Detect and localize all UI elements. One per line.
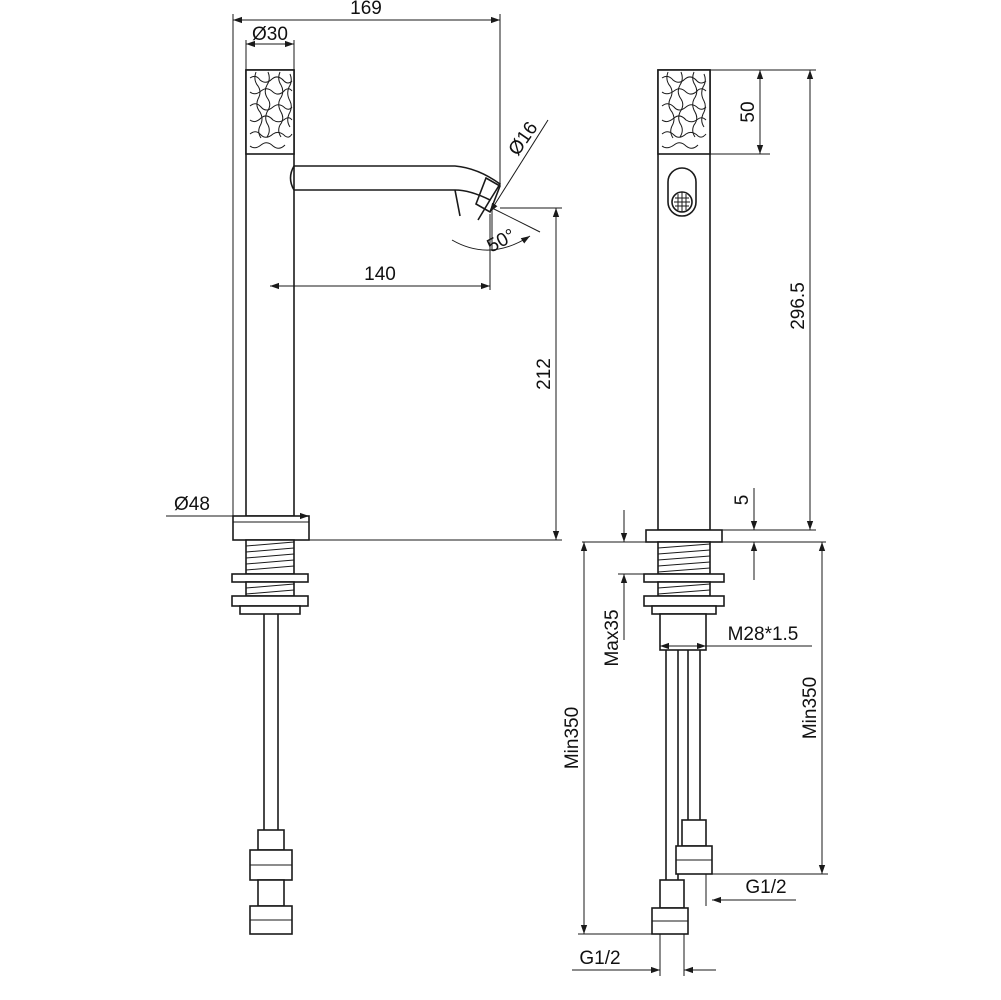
side-aerator-housing — [667, 167, 697, 217]
dim-connection-right: G1/2 — [745, 877, 786, 898]
side-fitting-left — [659, 879, 685, 909]
front-nut — [231, 595, 309, 607]
dim-max-deck: Max35 — [602, 609, 623, 666]
side-view: 50 296.5 5 Max35 M28*1.5 Min350 Min350 — [562, 69, 828, 976]
front-handle-texture — [249, 71, 293, 149]
dim-overall-width: 169 — [350, 0, 382, 19]
front-spout — [294, 165, 502, 202]
front-base — [232, 515, 310, 541]
dim-base-diameter: Ø48 — [174, 494, 210, 515]
dim-total-height: 296.5 — [788, 282, 809, 330]
dim-hose-length-right: Min350 — [800, 677, 821, 739]
side-washer — [643, 573, 725, 583]
dim-spout-diameter: Ø16 — [505, 118, 543, 159]
dim-spout-reach: 140 — [364, 264, 396, 285]
front-nozzle — [454, 189, 491, 221]
side-handle — [657, 69, 711, 155]
side-handle-texture — [661, 71, 707, 149]
side-fitting-right — [681, 819, 707, 847]
front-view: 169 Ø30 Ø16 50° 140 212 Ø48 — [166, 0, 562, 935]
side-base — [645, 529, 723, 543]
dim-spout-angle: 50° — [484, 225, 519, 257]
front-fitting-upper — [257, 829, 285, 851]
dim-base-thickness: 5 — [732, 495, 753, 506]
side-nut — [643, 595, 725, 607]
side-tail — [659, 613, 707, 651]
front-washer — [231, 573, 309, 583]
dim-handle-height: 50 — [738, 101, 759, 122]
dim-handle-diameter: Ø30 — [252, 24, 288, 45]
dim-hose-length-left: Min350 — [562, 707, 583, 769]
front-handle — [245, 69, 295, 155]
dim-thread: M28*1.5 — [728, 624, 799, 645]
dim-spout-height: 212 — [534, 358, 555, 390]
dim-connection-left: G1/2 — [579, 948, 620, 969]
